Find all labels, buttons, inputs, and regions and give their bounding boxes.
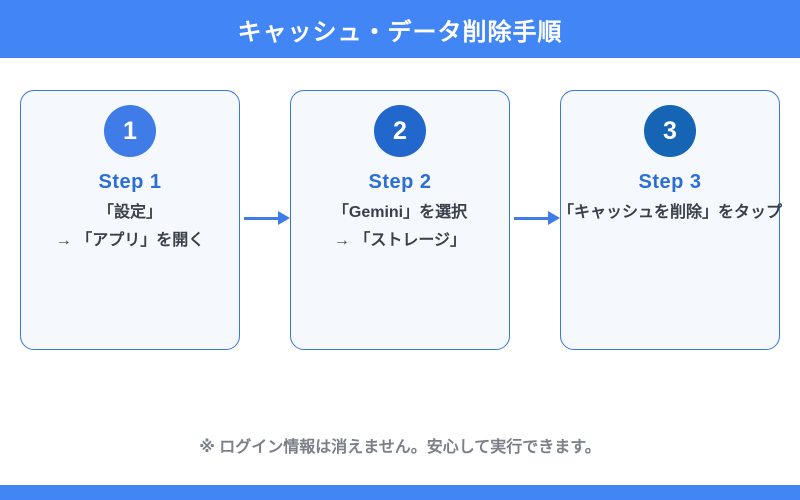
description-line: 「キャッシュを削除」をタップ	[558, 204, 783, 221]
flow-arrow-2	[514, 211, 560, 225]
step-title: Step 2	[368, 171, 432, 193]
step-description: 「Gemini」を選択 → 「ストレージ」	[333, 199, 467, 255]
arrow-head-icon	[278, 211, 290, 225]
footer-bar	[0, 485, 800, 500]
description-line: → 「ストレージ」	[333, 232, 467, 249]
step-number-badge: 1	[104, 105, 156, 157]
description-line: 「Gemini」を選択	[332, 204, 468, 221]
description-line: 「設定」	[97, 204, 162, 221]
footer-note: ※ ログイン情報は消えません。安心して実行できます。	[199, 439, 601, 456]
description-line: → 「アプリ」を開く	[55, 232, 205, 249]
step-number-badge: 2	[374, 105, 426, 157]
arrow-head-icon	[548, 211, 560, 225]
header-bar: キャッシュ・データ削除手順	[0, 0, 800, 58]
arrow-line-icon	[514, 217, 549, 220]
step-description: 「キャッシュを削除」をタップ	[558, 199, 782, 227]
arrow-line-icon	[244, 217, 279, 220]
step-card-3: 3 Step 3 「キャッシュを削除」をタップ	[558, 90, 782, 350]
flow-arrow-1	[244, 211, 290, 225]
page-title: キャッシュ・データ削除手順	[237, 18, 563, 46]
step-title: Step 3	[638, 171, 702, 193]
step-number-badge: 3	[644, 105, 696, 157]
step-card-1: 1 Step 1 「設定」 → 「アプリ」を開く	[20, 90, 240, 350]
step-title: Step 1	[98, 171, 162, 193]
step-description: 「設定」 → 「アプリ」を開く	[56, 199, 204, 255]
step-card-2: 2 Step 2 「Gemini」を選択 → 「ストレージ」	[290, 90, 510, 350]
